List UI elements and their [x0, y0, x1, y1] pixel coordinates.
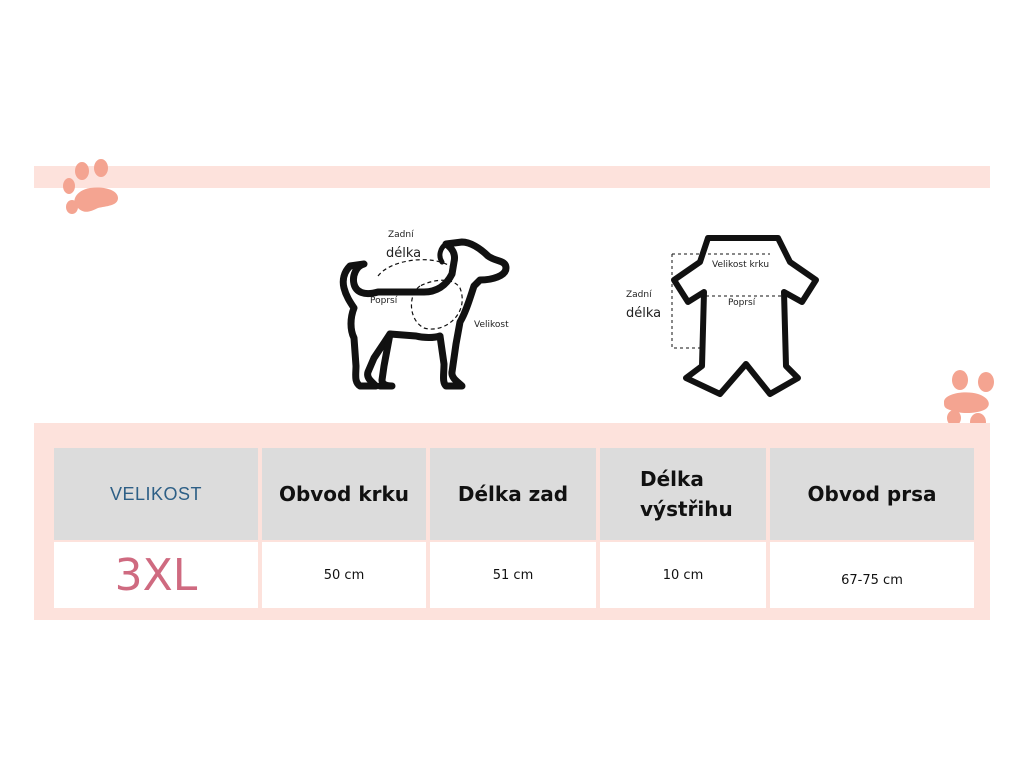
- paw-print-icon: [63, 159, 118, 214]
- dog-label-chest: Poprsí: [370, 296, 398, 306]
- neckline-value: 10 cm: [662, 567, 704, 583]
- size-value: 3XL: [114, 549, 198, 601]
- suit-measurement-figure: Velikost krku Poprsí Zadní délka: [620, 232, 820, 400]
- header-neck-circumference: Obvod krku: [278, 482, 410, 506]
- header-neckline-length: Délka výstřihu: [640, 467, 733, 521]
- header-velikost: VELIKOST: [109, 483, 203, 504]
- table-header-cell: Délka výstřihu: [600, 448, 766, 540]
- table-cell: 50 cm: [262, 542, 426, 608]
- back-length-value: 51 cm: [492, 567, 534, 583]
- header-chest-circumference: Obvod prsa: [807, 482, 937, 506]
- suit-label-back-top: Zadní: [626, 290, 652, 300]
- chest-value: 67-75 cm: [841, 572, 903, 588]
- table-header-cell: Obvod prsa: [770, 448, 974, 540]
- paw-print-icon: [944, 370, 994, 431]
- table-row: 3XL: [54, 542, 258, 608]
- suit-label-neck: Velikost krku: [712, 260, 770, 270]
- table-cell: 51 cm: [430, 542, 596, 608]
- table-header-cell: VELIKOST: [54, 448, 258, 540]
- table-cell: 67-75 cm: [770, 542, 974, 608]
- suit-outline-icon: [671, 235, 819, 397]
- top-decor-band: [34, 166, 990, 188]
- dog-label-back-top: Zadní: [388, 230, 414, 240]
- dog-measurement-figure: Zadní délka Poprsí Velikost: [320, 226, 520, 392]
- suit-label-chest: Poprsí: [728, 298, 756, 308]
- header-back-length: Délka zad: [457, 482, 569, 506]
- table-header-cell: Obvod krku: [262, 448, 426, 540]
- neck-value: 50 cm: [323, 567, 365, 583]
- table-cell: 10 cm: [600, 542, 766, 608]
- dog-outline-icon: [339, 238, 510, 390]
- dog-label-size: Velikost: [474, 320, 509, 330]
- table-header-cell: Délka zad: [430, 448, 596, 540]
- dog-label-back-bottom: délka: [386, 246, 422, 261]
- suit-label-back-bottom: délka: [626, 306, 662, 321]
